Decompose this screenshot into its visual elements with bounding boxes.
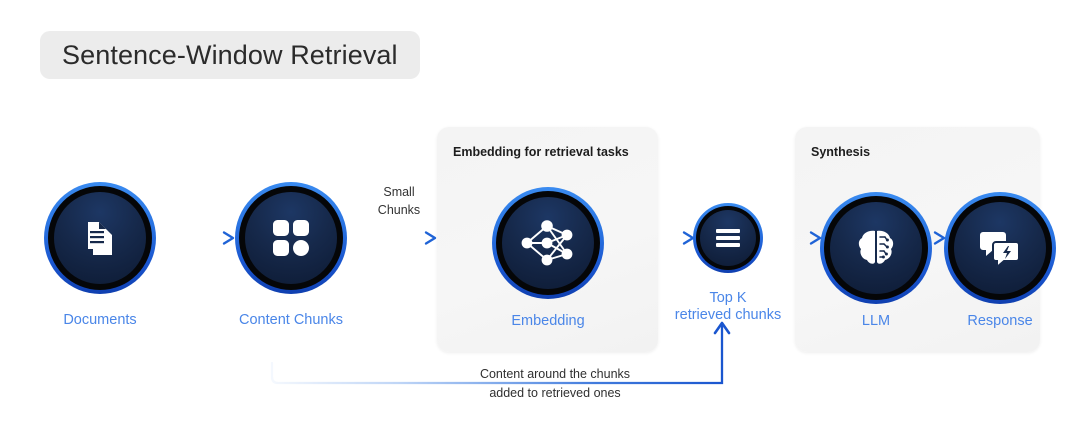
node-core — [54, 192, 146, 284]
chat-bolt-icon — [977, 227, 1023, 269]
node-label-llm: LLM — [861, 313, 891, 329]
small-chunks-line1: Small — [383, 185, 415, 199]
node-core — [700, 210, 756, 266]
node-ring — [944, 192, 1056, 304]
node-label-response: Response — [967, 313, 1033, 329]
node-ring — [44, 182, 156, 294]
node-core — [502, 197, 594, 289]
node-core — [245, 192, 337, 284]
node-core — [830, 202, 922, 294]
node-label-top-k-chunks: Top K retrieved chunks — [675, 290, 781, 324]
diagram-title-badge: Sentence-Window Retrieval — [40, 31, 420, 79]
small-chunks-line2: Chunks — [377, 203, 421, 218]
node-ring — [820, 192, 932, 304]
arrow-documents-to-chunks — [158, 231, 238, 245]
feedback-line2: added to retrieved ones — [489, 386, 621, 401]
feedback-loop-label: Content around the chunks added to retri… — [440, 365, 670, 404]
node-llm[interactable] — [820, 192, 932, 304]
list-lines-icon — [714, 226, 742, 250]
node-ring — [492, 187, 604, 299]
node-content-chunks[interactable] — [235, 182, 347, 294]
documents-icon — [77, 215, 123, 261]
arrow-embedding-to-topk — [657, 231, 697, 245]
grid-squares-icon — [269, 216, 313, 260]
arrow-chunks-to-embedding — [350, 231, 440, 245]
node-ring — [235, 182, 347, 294]
panel-synthesis-title: Synthesis — [811, 145, 871, 159]
node-top-k-chunks[interactable] — [693, 203, 763, 273]
node-label-embedding: Embedding — [511, 313, 585, 329]
feedback-loop-arrow — [260, 321, 750, 400]
brain-circuit-icon — [854, 226, 898, 270]
node-documents[interactable] — [44, 182, 156, 294]
node-label-content-chunks: Content Chunks — [239, 312, 343, 328]
top-k-label-line1: Top K — [709, 290, 747, 306]
node-label-documents: Documents — [63, 312, 137, 328]
node-core — [954, 202, 1046, 294]
connector-label-small-chunks: Small Chunks — [368, 183, 430, 219]
arrow-topk-to-llm — [786, 231, 824, 245]
neural-network-icon — [519, 216, 577, 270]
page-title: Sentence-Window Retrieval — [62, 39, 398, 70]
feedback-line1: Content around the chunks — [479, 367, 631, 381]
panel-embedding-title: Embedding for retrieval tasks — [453, 145, 629, 159]
node-embedding[interactable] — [492, 187, 604, 299]
node-response[interactable] — [944, 192, 1056, 304]
node-ring — [693, 203, 763, 273]
top-k-label-line2: retrieved chunks — [674, 307, 782, 324]
